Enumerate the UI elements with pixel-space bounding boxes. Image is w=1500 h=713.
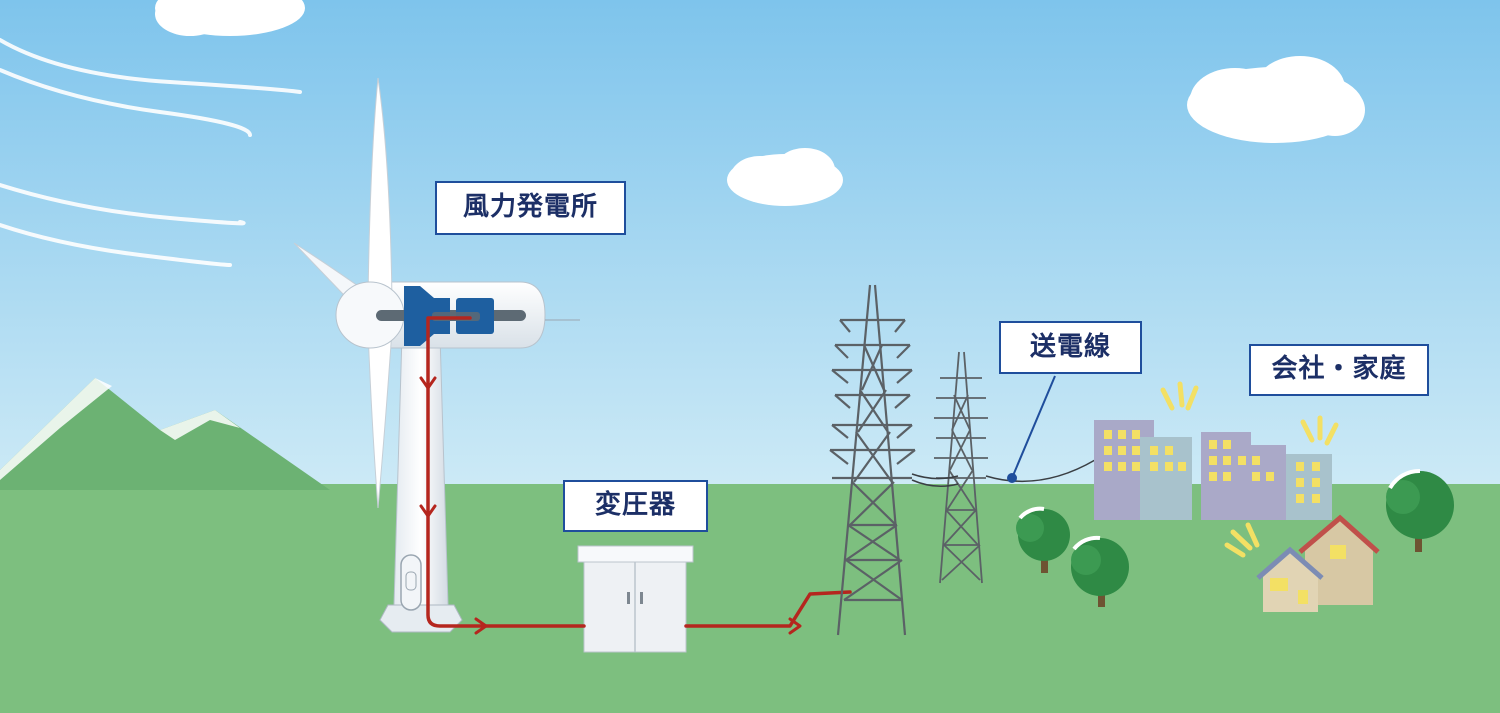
power-wires (911, 459, 1096, 487)
tree (1386, 468, 1454, 552)
transformer-box (577, 545, 694, 653)
cloud (727, 148, 843, 206)
turbine-door (400, 554, 422, 611)
transmission-pointer (1011, 375, 1056, 479)
turbine-base (379, 604, 463, 633)
office-buildings (1094, 420, 1332, 520)
turbine-blade (367, 77, 393, 301)
pylon-large (829, 284, 916, 636)
light-rays (1160, 381, 1339, 558)
transformer-label: 変圧器 (563, 480, 708, 532)
tree (1071, 535, 1129, 607)
mountain (0, 378, 330, 490)
cloud (1187, 56, 1365, 143)
gearbox (404, 286, 450, 346)
turbine-blade (367, 329, 393, 509)
cloud (155, 0, 305, 36)
flow-arrows (419, 376, 802, 635)
wind-streaks (0, 38, 302, 267)
transmission-line-label: 送電線 (999, 321, 1142, 374)
tree (1016, 506, 1070, 573)
wind-turbine (293, 77, 580, 633)
houses (1256, 514, 1380, 612)
ground (0, 484, 1500, 713)
wind-farm-label: 風力発電所 (435, 181, 626, 235)
consumers-label: 会社・家庭 (1249, 344, 1429, 396)
power-flow (426, 316, 852, 628)
